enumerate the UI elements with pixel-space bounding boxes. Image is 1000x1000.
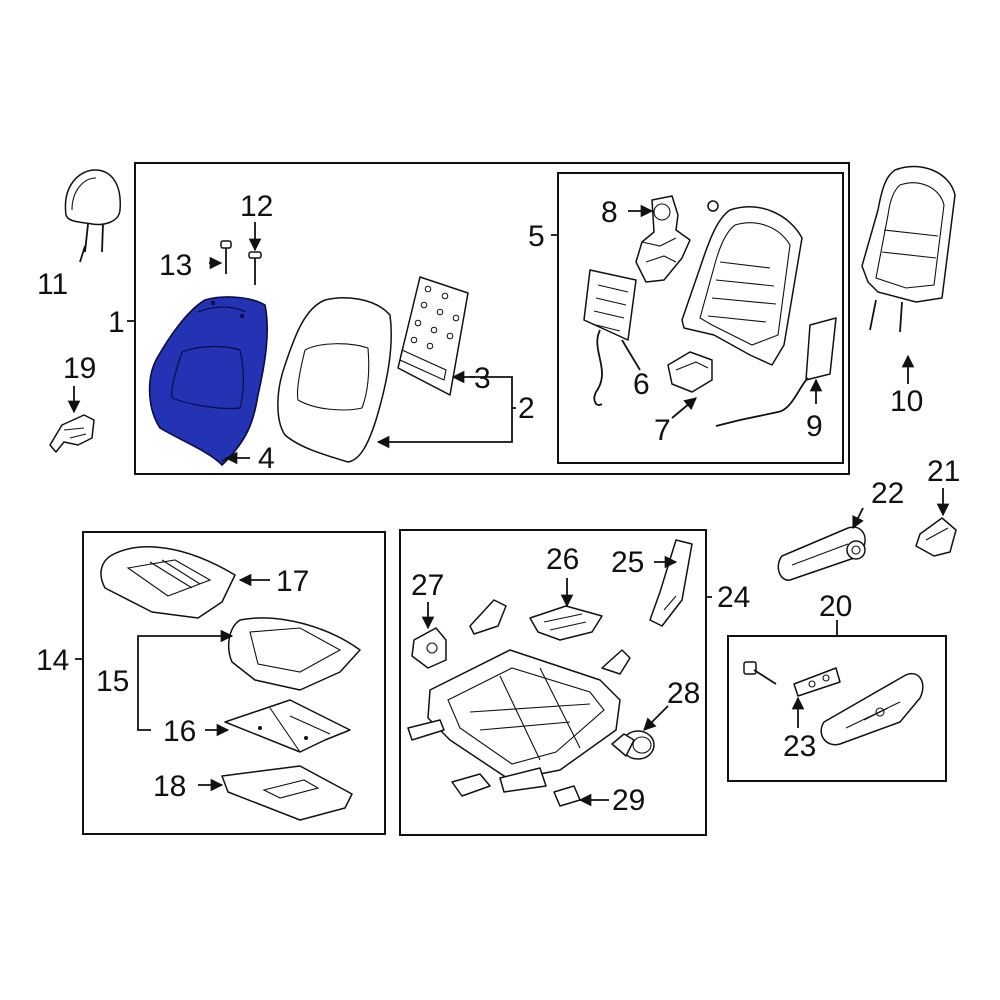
recliner-motor-part[interactable] xyxy=(635,195,719,283)
callout-18: 18 xyxy=(153,770,186,803)
callout-21: 21 xyxy=(927,455,960,488)
cushion-pad-part[interactable] xyxy=(227,617,361,691)
callout-6: 6 xyxy=(633,368,650,401)
bolt-part-12[interactable] xyxy=(248,251,262,285)
callout-2: 2 xyxy=(518,392,535,425)
headrest-part[interactable] xyxy=(64,169,121,253)
callout-labels: 1 2 3 4 5 6 7 8 9 10 11 12 13 14 15 16 1… xyxy=(36,190,960,817)
callout-9: 9 xyxy=(806,410,823,443)
seat-back-frame-part[interactable] xyxy=(681,206,803,366)
callout-11: 11 xyxy=(37,268,68,301)
connector-part-29[interactable] xyxy=(553,785,581,807)
callout-12: 12 xyxy=(240,190,273,223)
seat-back-pad-part[interactable] xyxy=(277,297,392,463)
bolt-part-20[interactable] xyxy=(743,661,777,685)
clip-part-2[interactable] xyxy=(601,649,631,675)
callout-26: 26 xyxy=(546,543,579,576)
callout-5: 5 xyxy=(528,220,545,253)
leader-lines xyxy=(67,204,950,807)
callout-28: 28 xyxy=(667,677,700,710)
frame-subgroup-box xyxy=(557,172,844,464)
callout-16: 16 xyxy=(163,715,196,748)
cable-part-9[interactable] xyxy=(715,317,837,427)
callout-1: 1 xyxy=(108,306,125,339)
callout-17: 17 xyxy=(276,565,309,598)
seat-adjuster-track-part[interactable] xyxy=(407,649,621,793)
callout-29: 29 xyxy=(612,784,645,817)
switch-group-box xyxy=(727,635,947,782)
module-part-6[interactable] xyxy=(583,269,637,406)
callout-19: 19 xyxy=(63,352,96,385)
callout-24: 24 xyxy=(717,581,750,614)
bracket-part-26[interactable] xyxy=(529,605,603,641)
adjuster-group-box xyxy=(399,529,707,836)
side-shield-part-25[interactable] xyxy=(649,539,693,627)
callout-8: 8 xyxy=(601,196,618,229)
bolt-part-13[interactable] xyxy=(220,240,232,274)
callout-15: 15 xyxy=(96,665,129,698)
under-panel-part-18[interactable] xyxy=(221,765,353,821)
connector-part-7[interactable] xyxy=(667,351,713,393)
callout-14: 14 xyxy=(36,644,69,677)
callout-7: 7 xyxy=(654,414,671,447)
back-panel-part[interactable] xyxy=(397,276,469,396)
motor-part-27[interactable] xyxy=(411,627,447,669)
callout-20: 20 xyxy=(819,590,852,623)
cushion-cover-part[interactable] xyxy=(100,546,236,619)
pad-part[interactable] xyxy=(451,773,491,797)
callout-4: 4 xyxy=(258,442,275,475)
switch-part-23[interactable] xyxy=(793,667,841,697)
callout-27: 27 xyxy=(411,569,444,602)
callout-22: 22 xyxy=(871,477,904,510)
trim-cover-part-22[interactable] xyxy=(777,526,866,581)
seat-back-cover-highlighted[interactable] xyxy=(148,296,269,467)
callout-23: 23 xyxy=(783,730,816,763)
seat-back-group-box xyxy=(134,162,850,475)
callout-10: 10 xyxy=(890,385,923,418)
callout-13: 13 xyxy=(159,249,192,282)
motor-part-28[interactable] xyxy=(611,730,655,760)
cushion-group-box xyxy=(82,531,386,835)
knob-cover-part-21[interactable] xyxy=(915,517,957,557)
cushion-panel-part[interactable] xyxy=(224,699,351,753)
callout-25: 25 xyxy=(611,546,644,579)
switch-bezel-part[interactable] xyxy=(820,673,924,746)
callout-3: 3 xyxy=(474,362,491,395)
frame-part-10[interactable] xyxy=(861,165,956,333)
bracket-part-19[interactable] xyxy=(49,414,95,453)
clip-part[interactable] xyxy=(469,599,507,635)
